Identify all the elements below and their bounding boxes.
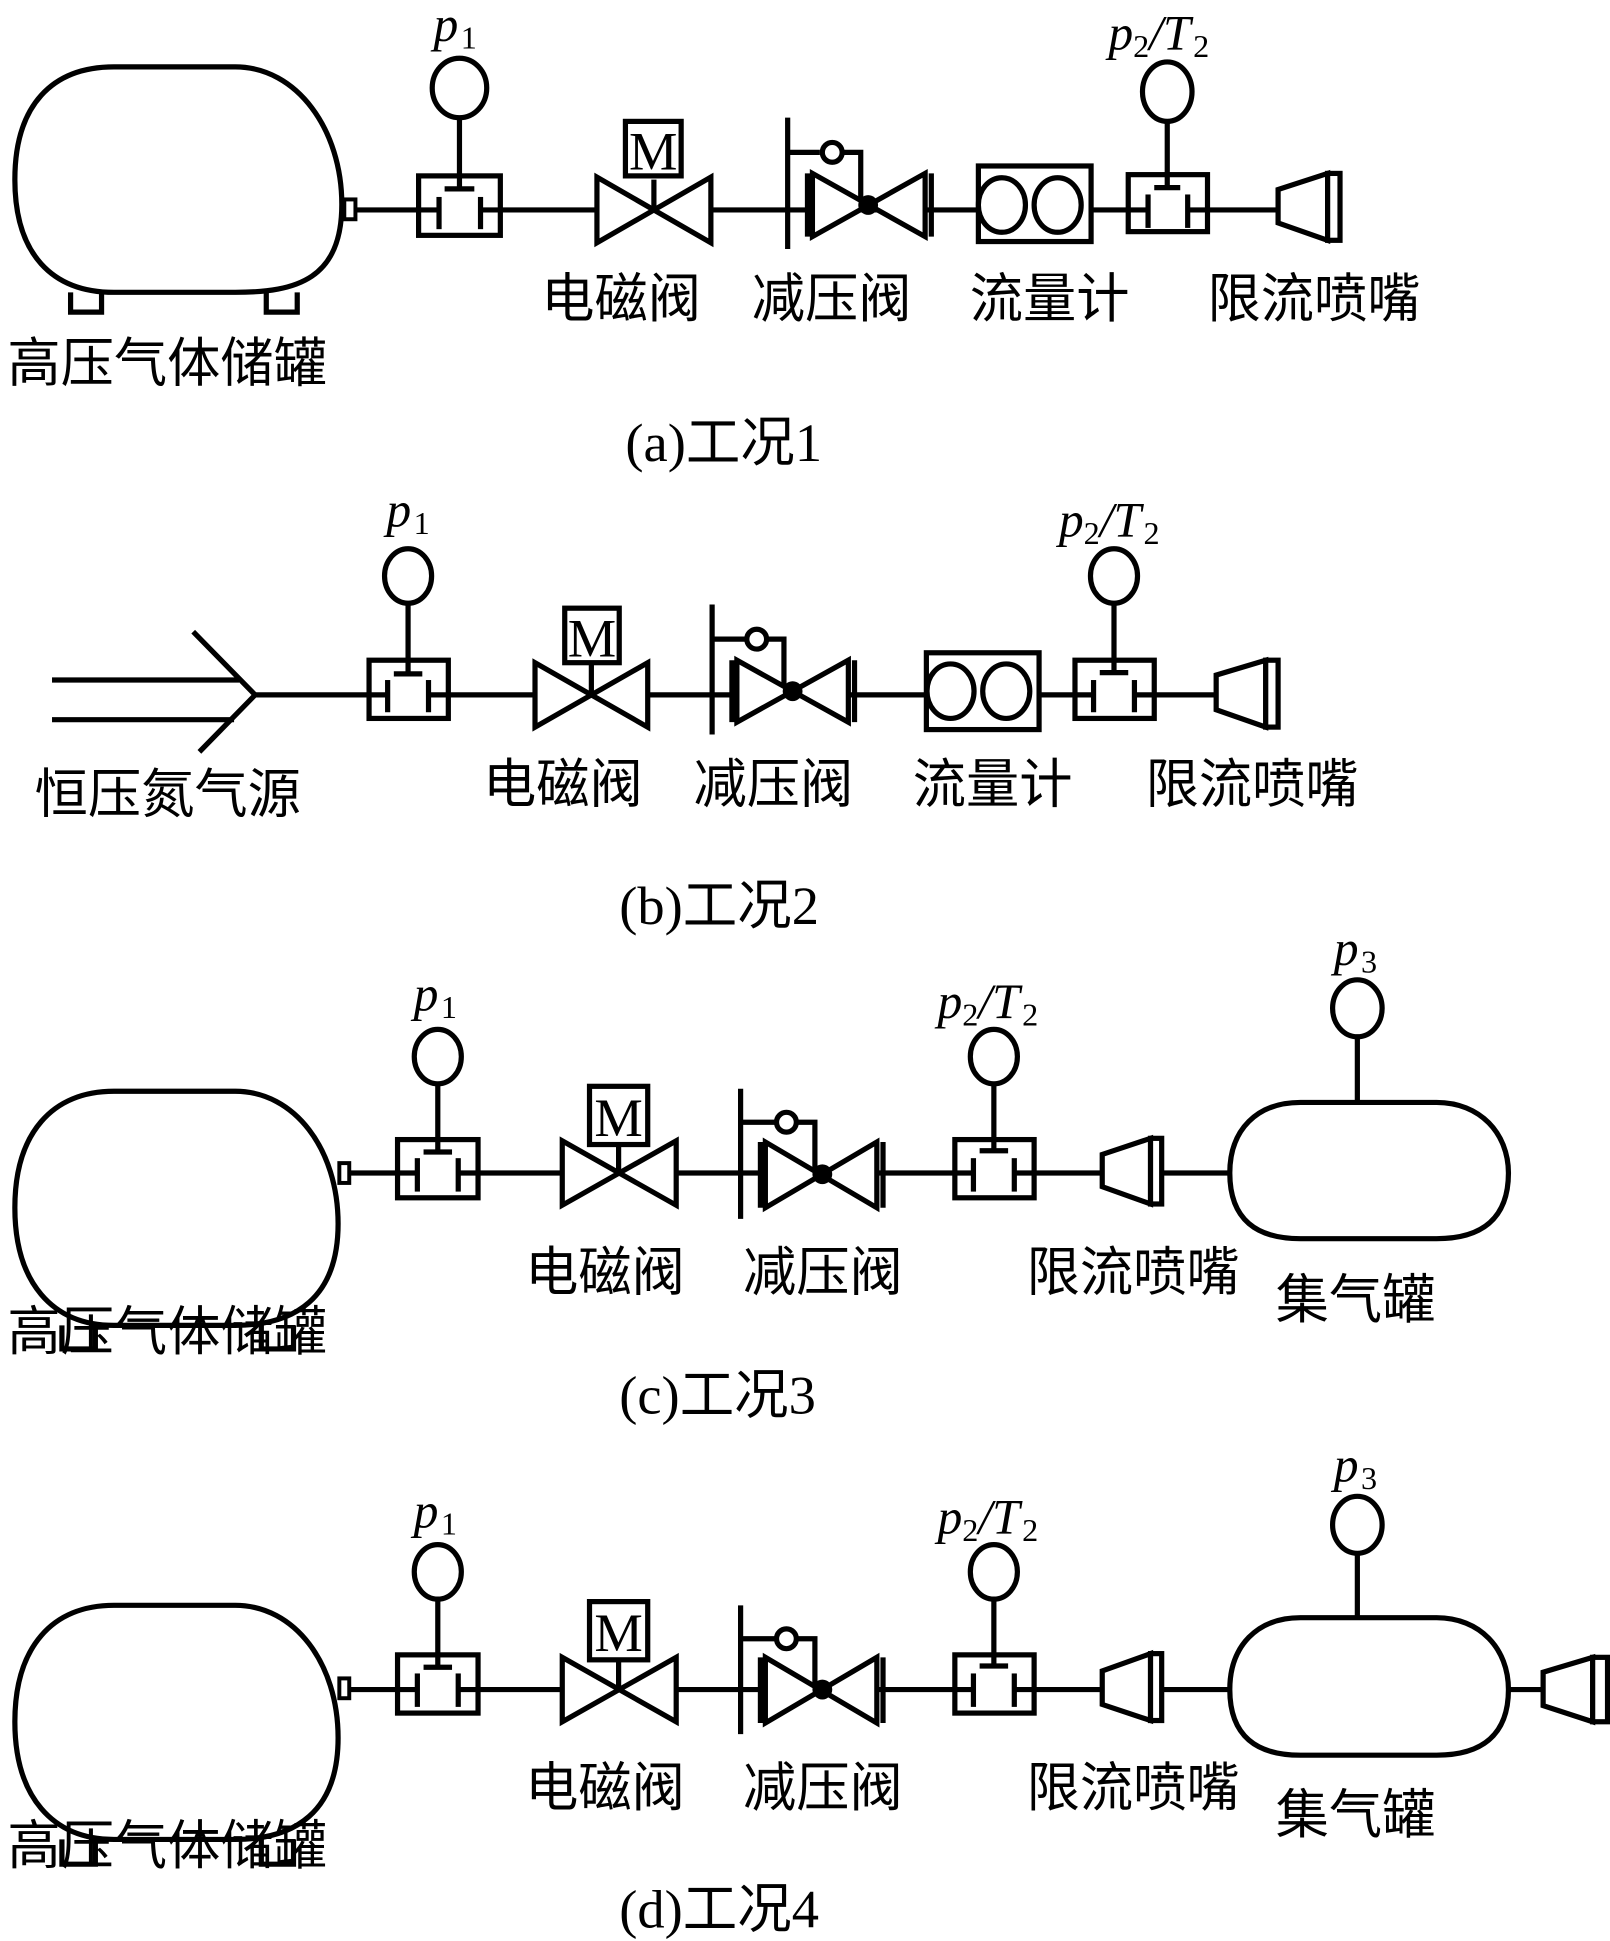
sensor-label-p3: p3: [1331, 921, 1377, 979]
storage-tank: [12, 1088, 352, 1352]
label-pressure-reducing-valve: 减压阀: [694, 754, 854, 816]
label-pressure-reducing-valve: 减压阀: [743, 1242, 903, 1304]
sensor-label-p2-t2: p2/T2: [935, 1489, 1039, 1547]
pressure-sensor-p1: [394, 1026, 481, 1201]
label-nitrogen-source: 恒压氮气源: [35, 764, 301, 826]
pressure-temperature-sensor-p2-t2: [952, 1542, 1037, 1716]
tank-leg-right: [263, 292, 300, 315]
solenoid-valve: M: [559, 1083, 679, 1210]
motor-letter: M: [629, 121, 677, 182]
sensor-label-p1: p1: [411, 967, 457, 1025]
flow-limiting-nozzle: [1213, 656, 1281, 731]
tank-outlet-fitting: [342, 197, 358, 222]
label-collection-tank: 集气罐: [1276, 1784, 1436, 1846]
label-solenoid-valve: 电磁阀: [525, 1757, 685, 1819]
motor-letter: M: [594, 1602, 642, 1663]
sensor-label-p2-t2: p2/T2: [1056, 492, 1160, 550]
label-nozzle: 限流喷嘴: [1027, 1242, 1240, 1304]
pressure-temperature-sensor-p2-t2: [1125, 59, 1211, 235]
panel-b-condition-2: 恒压氮气源 p1 M 电磁阀: [35, 482, 1359, 936]
label-nozzle: 限流喷嘴: [1146, 754, 1359, 816]
caption-b: (b)工况2: [619, 875, 819, 936]
solenoid-valve: M: [532, 605, 651, 732]
sensor-label-p1: p1: [383, 482, 429, 540]
label-flowmeter: 流量计: [970, 268, 1130, 330]
panel-c-condition-3: 高压气体储罐 p1 M 电磁阀: [7, 921, 1512, 1425]
solenoid-actuator-box: [622, 118, 684, 179]
label-pressure-reducing-valve: 减压阀: [752, 268, 912, 330]
storage-tank: [12, 1602, 352, 1867]
outlet-nozzle: [1540, 1653, 1610, 1726]
flowmeter: [975, 163, 1094, 245]
storage-tank: [12, 64, 358, 315]
caption-a: (a)工况1: [625, 412, 822, 473]
sensor-label-p3: p3: [1331, 1437, 1377, 1495]
label-flowmeter: 流量计: [913, 754, 1073, 816]
motor-letter: M: [594, 1087, 642, 1148]
flow-limiting-nozzle: [1275, 169, 1343, 244]
caption-c: (c)工况3: [619, 1364, 816, 1425]
tank-body: [12, 64, 345, 295]
sensor-label-p2-t2: p2/T2: [935, 974, 1039, 1032]
label-nozzle: 限流喷嘴: [1208, 268, 1421, 330]
label-storage-tank: 高压气体储罐: [7, 1815, 326, 1877]
label-solenoid-valve: 电磁阀: [541, 268, 701, 330]
label-solenoid-valve: 电磁阀: [525, 1242, 685, 1304]
gauge-p1: [429, 55, 490, 121]
pressure-reducing-valve: [785, 117, 934, 249]
gauge-p3: [1329, 977, 1385, 1040]
pressure-temperature-sensor-p2-t2: [1072, 546, 1157, 722]
caption-d: (d)工况4: [619, 1878, 819, 1939]
gauge-p3: [1329, 1493, 1385, 1556]
label-storage-tank: 高压气体储罐: [7, 1301, 326, 1363]
label-solenoid-valve: 电磁阀: [483, 754, 643, 816]
label-collection-tank: 集气罐: [1276, 1269, 1436, 1331]
pressure-sensor-p1: [394, 1542, 481, 1716]
panel-d-condition-4: 高压气体储罐 p1 M 电磁阀: [7, 1437, 1610, 1939]
label-storage-tank: 高压气体储罐: [7, 333, 326, 395]
pressure-reducing-valve: [737, 1088, 886, 1219]
collection-tank: [1227, 1493, 1512, 1758]
label-pressure-reducing-valve: 减压阀: [743, 1757, 903, 1819]
pressure-reducing-valve: [737, 1605, 886, 1735]
motor-letter: M: [568, 607, 616, 668]
panel-a-condition-1: 高压气体储罐 p1 M 电磁阀: [7, 0, 1420, 473]
sensor-label-p1: p1: [411, 1483, 457, 1541]
flowmeter: [923, 650, 1042, 733]
solenoid-valve: M: [559, 1599, 679, 1727]
solenoid-valve: M: [594, 118, 714, 248]
pressure-temperature-sensor-p2-t2: [952, 1026, 1037, 1201]
tank-leg-left: [67, 292, 105, 315]
pressure-sensor-p1: [415, 55, 503, 238]
sensor-label-p2-t2: p2/T2: [1105, 6, 1209, 64]
flow-limiting-nozzle: [1099, 1649, 1165, 1725]
flow-limiting-nozzle: [1099, 1134, 1165, 1208]
pressure-reducing-valve: [709, 604, 858, 735]
pressure-sensor-p1: [366, 546, 451, 722]
label-nozzle: 限流喷嘴: [1027, 1757, 1240, 1819]
collection-tank: [1227, 977, 1512, 1242]
sensor-label-p1: p1: [430, 0, 476, 55]
